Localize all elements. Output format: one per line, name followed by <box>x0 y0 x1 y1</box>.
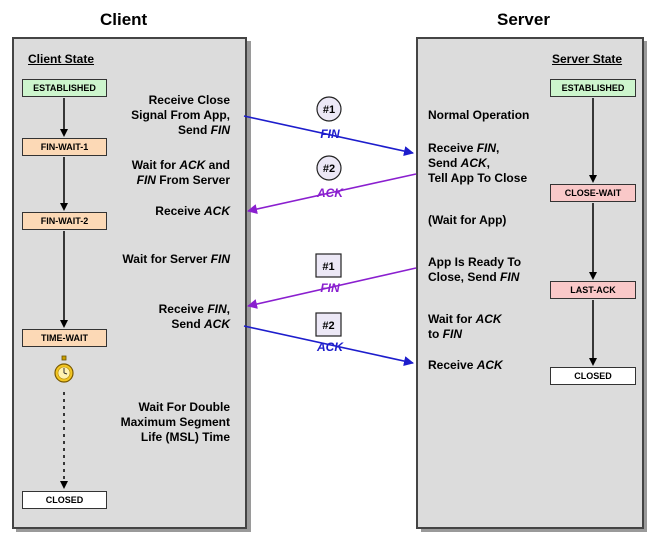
client-note-receive-close: Receive Close Signal From App, Send FIN <box>131 93 230 137</box>
message-2-badge: #2 <box>316 155 342 181</box>
protocol-keyword: FIN <box>442 327 463 341</box>
protocol-keyword: FIN <box>210 252 230 266</box>
client-state-title: Client State <box>28 52 95 66</box>
protocol-keyword: ACK <box>179 158 206 172</box>
server-note-wait-for-app: (Wait for App) <box>428 213 507 227</box>
client-panel <box>12 37 247 529</box>
server-state-established: ESTABLISHED <box>550 79 636 97</box>
server-panel-shadow <box>642 41 647 531</box>
server-state-title: Server State <box>552 52 623 66</box>
message-3-badge: #1 <box>315 253 342 278</box>
server-state-closed: CLOSED <box>550 367 636 385</box>
protocol-keyword: ACK <box>204 317 230 331</box>
svg-text:#2: #2 <box>323 163 335 175</box>
client-note-wait-msl: Wait For Double Maximum Segment Life (MS… <box>120 400 230 444</box>
client-state-closed: CLOSED <box>22 491 107 509</box>
server-note-normal-operation: Normal Operation <box>428 108 530 122</box>
server-note-receive-ack: Receive ACK <box>428 358 503 372</box>
message-3-label: FIN <box>320 281 340 295</box>
client-state-time-wait: TIME-WAIT <box>22 329 107 347</box>
message-1-label: FIN <box>320 127 340 141</box>
message-4-badge: #2 <box>315 312 342 337</box>
client-state-established: ESTABLISHED <box>22 79 107 97</box>
message-1-badge: #1 <box>316 96 342 122</box>
server-panel-shadow-bottom <box>421 528 647 532</box>
message-4-label: ACK <box>316 340 344 354</box>
client-state-fin-wait-1: FIN-WAIT-1 <box>22 138 107 156</box>
svg-text:#1: #1 <box>322 261 334 273</box>
protocol-keyword: ACK <box>204 204 230 218</box>
client-panel-shadow <box>246 41 251 531</box>
protocol-keyword: FIN <box>210 123 230 137</box>
client-state-fin-wait-2: FIN-WAIT-2 <box>22 212 107 230</box>
protocol-keyword: FIN <box>207 302 227 316</box>
message-4-ack-arrow <box>243 325 414 366</box>
client-note-wait-ack-fin: Wait for ACK and FIN From Server <box>131 158 230 187</box>
client-note-receive-ack: Receive ACK <box>155 204 230 218</box>
message-1-fin-arrow <box>243 115 414 156</box>
message-3-fin-arrow <box>247 267 417 309</box>
server-note-receive-fin: Receive FIN, Send ACK, Tell App To Close <box>428 141 528 185</box>
client-panel-shadow-bottom <box>16 528 251 532</box>
svg-text:#1: #1 <box>323 104 335 116</box>
client-heading: Client <box>100 10 148 29</box>
server-heading: Server <box>497 10 550 29</box>
stopwatch-icon <box>54 355 74 383</box>
protocol-keyword: ACK <box>476 358 503 372</box>
protocol-keyword: ACK <box>475 312 502 326</box>
server-state-last-ack: LAST-ACK <box>550 281 636 299</box>
protocol-keyword: ACK <box>460 156 487 170</box>
protocol-keyword: FIN <box>476 141 497 155</box>
client-note-wait-server-fin: Wait for Server FIN <box>122 252 230 266</box>
message-2-ack-arrow <box>247 173 417 214</box>
protocol-keyword: FIN <box>500 270 520 284</box>
server-state-close-wait: CLOSE-WAIT <box>550 184 636 202</box>
server-note-wait-ack: Wait for ACK to FIN <box>428 312 502 341</box>
server-note-app-ready: App Is Ready To Close, Send FIN <box>428 255 522 284</box>
svg-text:#2: #2 <box>322 320 334 332</box>
protocol-keyword: FIN <box>136 173 156 187</box>
message-2-label: ACK <box>316 186 344 200</box>
client-note-receive-fin: Receive FIN, Send ACK <box>158 302 230 331</box>
